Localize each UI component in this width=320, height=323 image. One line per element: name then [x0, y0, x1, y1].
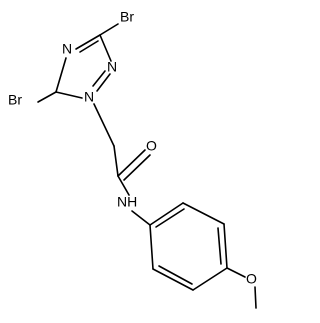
bond-n1-c5	[55, 91, 83, 99]
bond-ar-4	[192, 267, 228, 291]
bond-ar-6	[149, 224, 154, 270]
bond-o-ch3	[254, 286, 257, 309]
bond-n4-n1-double	[92, 70, 106, 87]
bond-n1-ch2	[93, 103, 115, 147]
bond-ar-5	[152, 268, 194, 291]
bond-ar-3	[223, 223, 228, 269]
atom-label-br-left: Br	[8, 92, 22, 108]
atom-labels: Br Br N N N O NH O	[8, 9, 257, 287]
bond-c3-n4	[99, 34, 112, 62]
bond-c5-n2	[55, 57, 67, 93]
bond-c3-n2	[75, 34, 101, 50]
atom-label-br-top: Br	[120, 9, 134, 25]
bond-ar-o	[226, 267, 246, 278]
bond-c3-br	[99, 23, 119, 36]
atom-label-n-ring-top: N	[62, 41, 72, 57]
bond-n4-n1	[96, 73, 111, 92]
bond-carbonyl-nh	[117, 175, 130, 196]
atom-label-n-ring-right: N	[107, 59, 117, 75]
bonds	[37, 23, 257, 309]
bond-ar-1	[149, 202, 184, 226]
bond-ch2-carbonyl	[113, 145, 119, 177]
atom-label-n-ring-bottom: N	[84, 89, 94, 105]
bond-carbonyl-o-double	[123, 154, 151, 181]
bond-nh-ring	[131, 210, 151, 226]
bond-ar-3-inner	[217, 227, 222, 265]
atom-label-nh-amide: NH	[117, 194, 137, 210]
bond-ar-1-inner	[155, 208, 185, 228]
bond-ar-5-inner	[158, 265, 193, 285]
atom-label-o-methoxy: O	[246, 271, 257, 287]
bond-ar-2	[182, 202, 225, 225]
atom-label-o-carbonyl: O	[146, 138, 157, 154]
bond-carbonyl-o	[117, 149, 146, 177]
bond-c3-n2-double	[79, 40, 99, 53]
bond-c5-br	[37, 91, 57, 103]
chemical-structure-diagram: Br Br N N N O NH O	[8, 9, 257, 309]
